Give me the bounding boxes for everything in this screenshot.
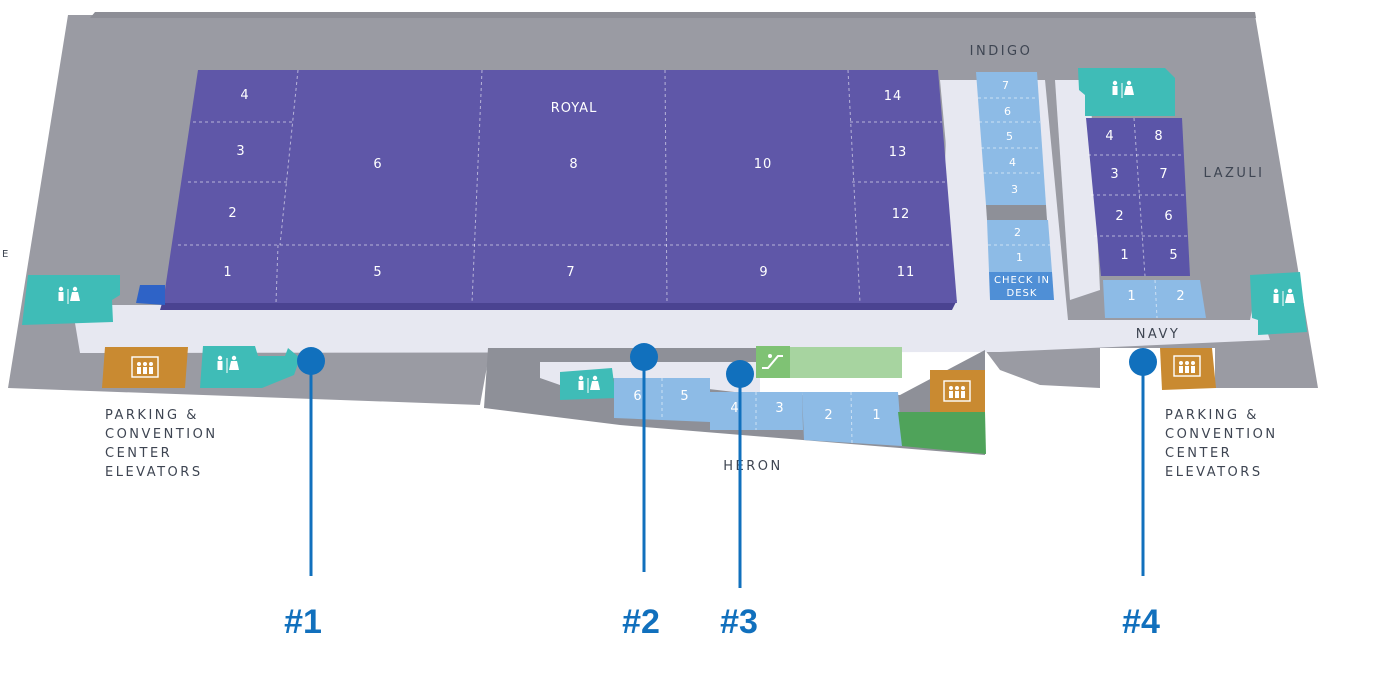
check-in-desk-label-line1: CHECK IN <box>994 275 1050 286</box>
royal-room-6[interactable]: 6 <box>373 157 382 172</box>
heron-room-1[interactable]: 1 <box>872 408 881 423</box>
restroom-icon <box>217 355 239 373</box>
indigo-lower-block <box>987 220 1052 272</box>
navy-rooms-block <box>1103 280 1206 318</box>
royal-room-8[interactable]: 8 <box>569 157 578 172</box>
elevator-icon <box>1173 355 1201 377</box>
navy-room-2[interactable]: 2 <box>1176 289 1185 304</box>
marker-3[interactable]: #3 <box>720 360 758 641</box>
lazuli-room-3[interactable]: 3 <box>1110 167 1119 182</box>
indigo-room-4[interactable]: 4 <box>1009 156 1017 169</box>
marker-1-label[interactable]: #1 <box>284 603 322 641</box>
navy-hall: 1 2 NAVY <box>1103 279 1206 342</box>
royal-room-14[interactable]: 14 <box>884 89 903 104</box>
marker-1[interactable]: #1 <box>284 347 325 641</box>
heron-room-3[interactable]: 3 <box>775 401 784 416</box>
marker-3-label[interactable]: #3 <box>720 603 758 641</box>
royal-hall-floor <box>163 70 957 303</box>
indigo-upper-block <box>976 72 1046 205</box>
right-elevators[interactable] <box>1160 348 1216 390</box>
marker-4-label[interactable]: #4 <box>1122 603 1160 641</box>
indigo-hall: INDIGO 7 6 5 4 3 2 1 CHECK IN DESK <box>970 44 1054 300</box>
royal-room-3[interactable]: 3 <box>236 144 245 159</box>
right-restroom[interactable] <box>1250 272 1307 335</box>
check-in-desk-label-line2: DESK <box>1007 288 1038 299</box>
right-elevators-label-line1: PARKING & <box>1165 408 1259 423</box>
left-elevators-label-line2: CONVENTION <box>105 427 218 442</box>
right-restroom-block[interactable] <box>1250 272 1307 335</box>
left-elevators-label-line4: ELEVATORS <box>105 465 203 480</box>
lazuli-room-1[interactable]: 1 <box>1120 248 1129 263</box>
royal-room-9[interactable]: 9 <box>759 265 768 280</box>
elevator-icon <box>131 356 159 378</box>
marker-2-label[interactable]: #2 <box>622 603 660 641</box>
royal-hall-name: ROYAL <box>551 101 598 116</box>
heron-hall: 6 5 4 3 2 1 HERON <box>560 346 986 474</box>
escalator-area <box>772 347 902 378</box>
indigo-room-7[interactable]: 7 <box>1002 79 1010 92</box>
heron-room-6[interactable]: 6 <box>633 389 642 404</box>
left-lower-restroom[interactable] <box>200 346 300 388</box>
restroom-icon <box>1273 288 1295 306</box>
restroom-icon <box>1112 80 1134 98</box>
lazuli-room-2[interactable]: 2 <box>1115 209 1124 224</box>
royal-room-7[interactable]: 7 <box>566 265 575 280</box>
lazuli-room-7[interactable]: 7 <box>1159 167 1168 182</box>
right-elevators-label-line2: CONVENTION <box>1165 427 1278 442</box>
heron-green-area <box>898 412 986 454</box>
royal-hall: ROYAL 1 2 3 4 5 6 7 8 9 10 11 12 13 14 <box>136 69 957 310</box>
heron-hall-name: HERON <box>723 459 782 474</box>
heron-room-2[interactable]: 2 <box>824 408 833 423</box>
left-side: E PARKING & CONVENTION CENTER ELEVATORS <box>2 249 300 480</box>
marker-2-dot[interactable] <box>630 343 658 371</box>
restroom-icon <box>58 286 80 304</box>
right-elevators-label-line3: CENTER <box>1165 446 1232 461</box>
royal-room-5[interactable]: 5 <box>373 265 382 280</box>
indigo-gap <box>986 205 1047 220</box>
lazuli-room-8[interactable]: 8 <box>1154 129 1163 144</box>
lazuli-room-6[interactable]: 6 <box>1164 209 1173 224</box>
right-elevators-label: PARKING & CONVENTION CENTER ELEVATORS <box>1165 408 1278 480</box>
indigo-room-3[interactable]: 3 <box>1011 183 1019 196</box>
royal-room-13[interactable]: 13 <box>889 145 908 160</box>
right-elevators-label-line4: ELEVATORS <box>1165 465 1263 480</box>
marker-4[interactable]: #4 <box>1122 348 1160 641</box>
heron-room-5[interactable]: 5 <box>680 389 689 404</box>
lazuli-room-5[interactable]: 5 <box>1169 248 1178 263</box>
royal-room-10[interactable]: 10 <box>754 157 773 172</box>
heron-room-4[interactable]: 4 <box>730 401 739 416</box>
restroom-icon <box>578 375 600 393</box>
marker-1-dot[interactable] <box>297 347 325 375</box>
marker-4-dot[interactable] <box>1129 348 1157 376</box>
cropped-edge-label: E <box>2 249 8 260</box>
floor-plate-top-edge <box>90 12 1256 18</box>
marker-2[interactable]: #2 <box>622 343 660 641</box>
navy-hall-name: NAVY <box>1136 327 1181 342</box>
indigo-room-5[interactable]: 5 <box>1006 130 1014 143</box>
indigo-room-1[interactable]: 1 <box>1016 251 1024 264</box>
heron-rooms-5-6 <box>614 378 710 422</box>
royal-room-1[interactable]: 1 <box>223 265 232 280</box>
heron-rooms-1-2 <box>802 392 902 446</box>
elevator-icon <box>943 380 971 402</box>
lazuli-hall-name: LAZULI <box>1204 166 1265 181</box>
royal-room-4[interactable]: 4 <box>240 88 249 103</box>
lazuli-hall: LAZULI 1 2 3 4 5 6 7 8 <box>1078 68 1265 277</box>
indigo-room-2[interactable]: 2 <box>1014 226 1022 239</box>
escalator-icon <box>762 354 783 369</box>
left-elevators-label-line3: CENTER <box>105 446 172 461</box>
royal-room-11[interactable]: 11 <box>897 265 916 280</box>
navy-room-1[interactable]: 1 <box>1127 289 1136 304</box>
left-elevators-label-line1: PARKING & <box>105 408 199 423</box>
indigo-hall-name: INDIGO <box>970 44 1033 59</box>
royal-room-12[interactable]: 12 <box>892 207 911 222</box>
indigo-room-6[interactable]: 6 <box>1004 105 1012 118</box>
royal-side-step <box>136 285 165 305</box>
royal-room-2[interactable]: 2 <box>228 206 237 221</box>
marker-3-dot[interactable] <box>726 360 754 388</box>
lazuli-room-4[interactable]: 4 <box>1105 129 1114 144</box>
check-in-desk[interactable] <box>989 272 1054 300</box>
